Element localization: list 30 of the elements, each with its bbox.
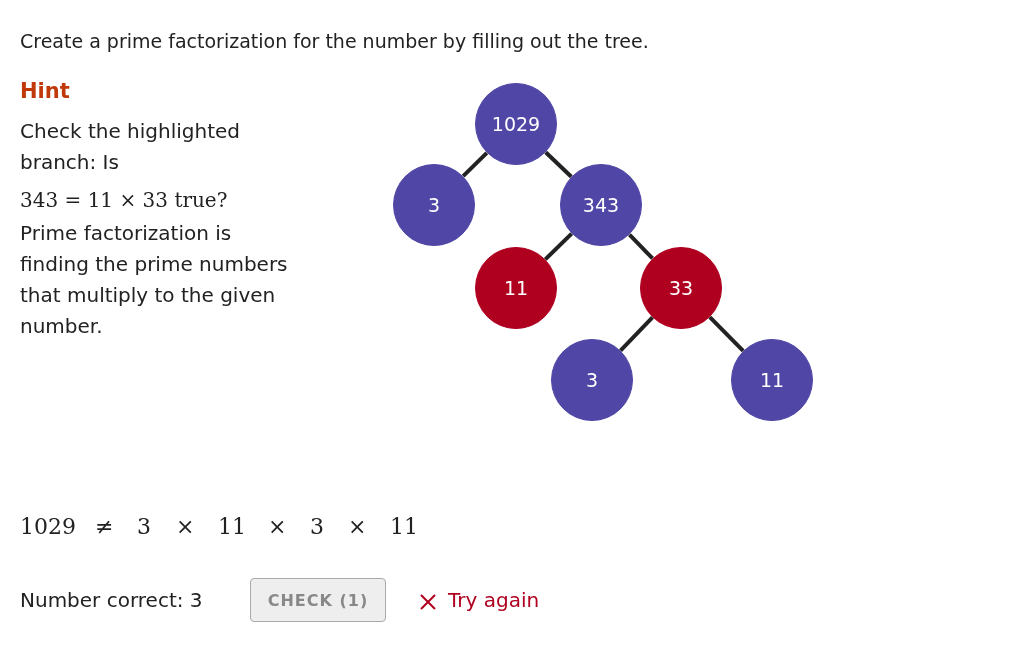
hint-heading: Hint xyxy=(20,79,70,103)
math-symbol: 3 xyxy=(137,514,151,539)
tree-node-circle: 1029 xyxy=(475,83,557,165)
math-expression: 343 = 11 × 33 true? xyxy=(20,188,228,212)
math-symbol: × xyxy=(348,514,367,539)
feedback-text: Try again xyxy=(448,588,540,612)
hint-text: Prime factorization is finding the prime numbers that multiply to the given number. xyxy=(20,220,289,340)
math-symbol: × xyxy=(268,514,287,539)
math-symbol: 11 xyxy=(218,514,246,539)
math-symbol: × xyxy=(176,514,195,539)
tree-node-circle: 3 xyxy=(393,164,475,246)
score-text: Number correct: 3 xyxy=(20,588,203,612)
tree-branch xyxy=(708,315,745,353)
tree-node-circle: 33 xyxy=(640,247,722,329)
check-button: CHECK (1) xyxy=(250,578,386,622)
tree-node-circle: 11 xyxy=(475,247,557,329)
tree-branch xyxy=(461,151,489,178)
tree-branch xyxy=(628,233,654,260)
hint-text: Check the highlighted branch: Is xyxy=(20,118,241,176)
instruction-text: Create a prime factorization for the number by filling out the tree. xyxy=(20,30,649,52)
tree-node-circle: 3 xyxy=(551,339,633,421)
math-symbol: 1029 xyxy=(20,514,76,539)
tree-branch xyxy=(544,150,573,179)
math-symbol: 11 xyxy=(390,514,418,539)
tree-branch xyxy=(543,232,574,261)
math-symbol: ≠ xyxy=(95,514,114,539)
tree-branch xyxy=(619,316,654,352)
math-symbol: 3 xyxy=(310,514,324,539)
tree-node-circle: 11 xyxy=(731,339,813,421)
tree-node-circle: 343 xyxy=(560,164,642,246)
